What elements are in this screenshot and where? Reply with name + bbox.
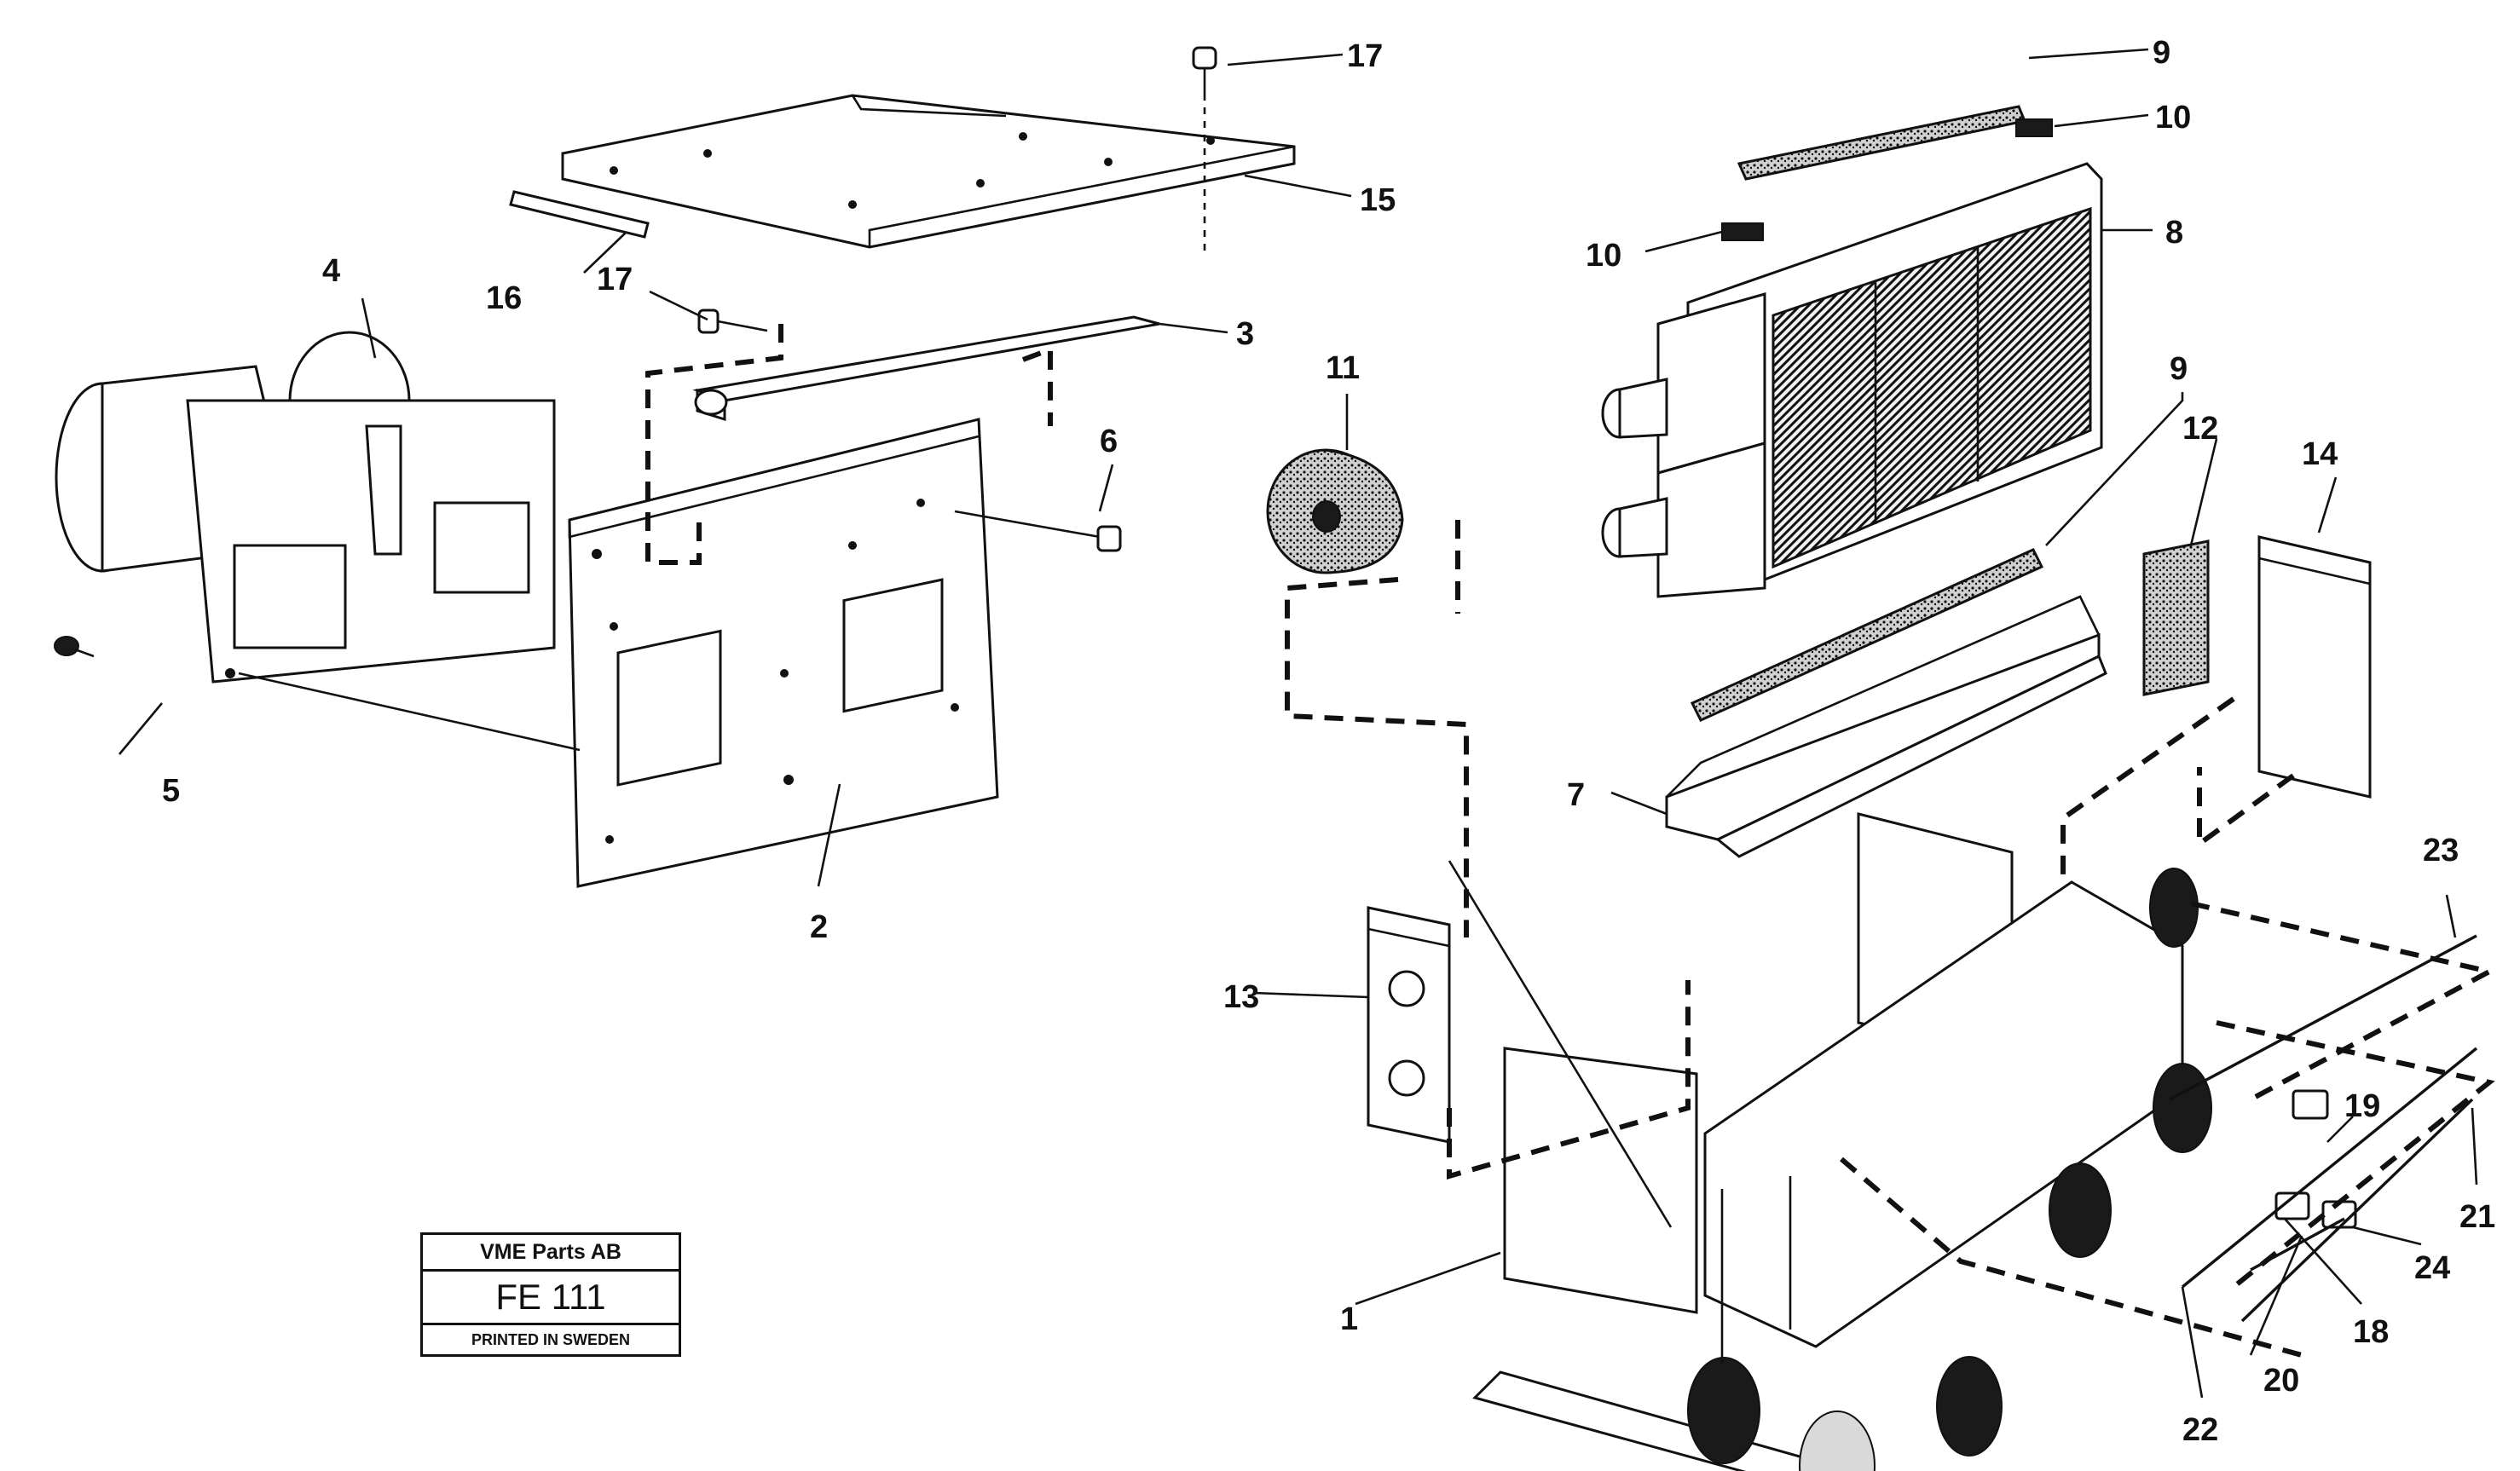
callout-4: 4 xyxy=(322,253,340,289)
callout-9-mid: 9 xyxy=(2170,351,2188,387)
callout-17-top: 17 xyxy=(1347,38,1383,74)
callout-14: 14 xyxy=(2302,436,2338,472)
cover-panel xyxy=(2257,535,2372,799)
callout-23: 23 xyxy=(2423,833,2459,868)
callout-16: 16 xyxy=(486,280,522,316)
screw xyxy=(1192,46,1217,256)
callout-19: 19 xyxy=(2344,1088,2380,1124)
callout-10-left: 10 xyxy=(1586,238,1621,274)
title-block: VME Parts AB FE 111 PRINTED IN SWEDEN xyxy=(420,1232,681,1357)
seal-strip xyxy=(1690,548,2044,722)
callout-12: 12 xyxy=(2182,411,2218,447)
callout-7: 7 xyxy=(1567,777,1585,813)
company-name: VME Parts AB xyxy=(423,1235,679,1272)
callout-20: 20 xyxy=(2263,1363,2299,1399)
hose-clamp xyxy=(2274,1191,2310,1220)
clip xyxy=(1721,222,1764,241)
valve-plate xyxy=(1367,906,1451,1144)
heater-core xyxy=(1601,162,2103,598)
seal-strip xyxy=(1737,105,2027,181)
callout-11: 11 xyxy=(1326,350,1360,386)
callout-13: 13 xyxy=(1223,979,1259,1015)
callout-5: 5 xyxy=(162,773,180,809)
clip xyxy=(2015,118,2053,137)
rod xyxy=(509,190,650,239)
callout-8: 8 xyxy=(2165,215,2183,251)
hose-clamp xyxy=(2292,1089,2329,1120)
callout-17-mid: 17 xyxy=(597,262,633,297)
callout-2: 2 xyxy=(810,909,828,945)
callout-18: 18 xyxy=(2353,1314,2389,1350)
blower-unit xyxy=(55,331,556,684)
screw xyxy=(54,636,95,658)
assembly-path-lines xyxy=(645,324,2497,1358)
mounting-plate xyxy=(568,418,999,888)
diagram-code: FE 111 xyxy=(423,1272,679,1325)
callout-3: 3 xyxy=(1236,316,1254,352)
foam-grommet xyxy=(1266,448,1404,574)
callout-6: 6 xyxy=(1100,424,1118,459)
callout-21: 21 xyxy=(2459,1199,2495,1235)
heater-housing xyxy=(1472,812,2212,1471)
callout-22: 22 xyxy=(2182,1412,2218,1448)
screw xyxy=(697,309,768,334)
callout-15: 15 xyxy=(1360,182,1396,218)
printed-notice: PRINTED IN SWEDEN xyxy=(471,1331,630,1348)
cover-plate xyxy=(561,94,1296,249)
callout-10-right: 10 xyxy=(2155,100,2191,136)
callout-9-top: 9 xyxy=(2153,35,2170,71)
bolt xyxy=(954,510,1122,552)
strip xyxy=(692,315,1160,422)
leader-lines xyxy=(118,48,2478,1399)
callout-1: 1 xyxy=(1340,1301,1358,1337)
drip-tray xyxy=(1665,595,2107,858)
callout-24: 24 xyxy=(2414,1250,2450,1286)
foam-block xyxy=(2142,539,2210,696)
